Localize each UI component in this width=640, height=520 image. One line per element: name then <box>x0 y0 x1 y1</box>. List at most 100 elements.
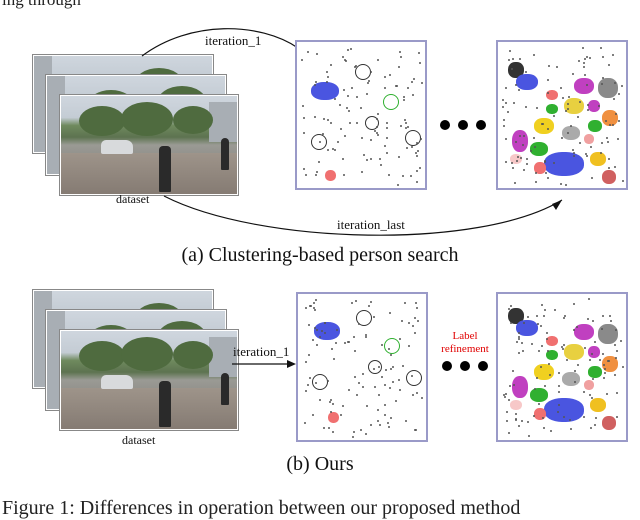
scatter-point <box>602 352 605 355</box>
scatter-point <box>398 337 401 340</box>
scatter-point <box>315 381 318 384</box>
scatter-point <box>569 419 572 422</box>
scatter-point <box>310 305 313 308</box>
scatter-point <box>319 399 322 402</box>
scatter-point <box>556 411 559 414</box>
scatter-point <box>582 415 585 418</box>
scatter-point <box>546 128 549 131</box>
clipped-top-text: ing through <box>0 0 640 10</box>
scatter-point <box>349 47 352 50</box>
dataset-image-stack-b <box>33 290 238 430</box>
scatter-point <box>355 95 358 98</box>
scatter-point <box>380 343 383 346</box>
scatter-point <box>417 149 420 152</box>
scatter-point <box>546 176 549 179</box>
scatter-point <box>542 426 545 429</box>
scatter-point <box>594 340 597 343</box>
scatter-point <box>520 156 523 159</box>
scatter-point <box>404 419 407 422</box>
scatter-point <box>378 423 381 426</box>
blue-cluster <box>314 322 340 340</box>
scatter-point <box>369 301 372 304</box>
scatter-point <box>516 156 519 159</box>
scatter-point <box>354 376 357 379</box>
scatter-point <box>398 388 401 391</box>
scatter-point <box>395 400 398 403</box>
scatter-point <box>505 102 508 105</box>
scatter-point <box>315 329 318 332</box>
scatter-point <box>553 114 556 117</box>
scatter-point <box>314 326 317 329</box>
label-refinement-line2: refinement <box>441 343 489 355</box>
scatter-point <box>600 83 603 86</box>
scatter-point <box>339 104 342 107</box>
scatter-point <box>313 301 316 304</box>
scatter-point <box>411 374 414 377</box>
scatter-point <box>583 57 586 60</box>
scatter-point <box>404 302 407 305</box>
scatter-point <box>329 398 332 401</box>
scatter-point <box>416 170 419 173</box>
scatter-point <box>412 325 415 328</box>
scatter-point <box>385 126 388 129</box>
scatter-point <box>523 168 526 171</box>
scatter-point <box>609 123 612 126</box>
scatter-point <box>515 418 518 421</box>
scatter-point <box>315 53 318 55</box>
green-cluster-ring <box>383 94 399 110</box>
scatter-point <box>305 174 308 177</box>
scatter-point <box>355 299 358 302</box>
scatter-point <box>314 173 317 176</box>
scatter-point <box>586 103 589 106</box>
scatter-point <box>372 315 375 318</box>
scatter-point <box>616 416 619 418</box>
scatter-point <box>351 435 354 438</box>
scatter-point <box>388 347 391 350</box>
scatter-point <box>616 350 619 353</box>
scatter-point <box>420 82 423 85</box>
scatter-point <box>318 140 321 143</box>
scatter-point <box>613 165 616 168</box>
scatter-point <box>357 323 360 326</box>
scatter-point <box>606 393 609 396</box>
scatter-point <box>518 335 521 338</box>
scatter-point <box>404 119 407 122</box>
figure-caption: Figure 1: Differences in operation betwe… <box>2 497 521 519</box>
scatter-point <box>603 368 606 371</box>
arc-iteration-1 <box>141 28 299 57</box>
scatter-point <box>558 404 561 407</box>
scatter-point <box>614 344 617 347</box>
scatter-point <box>524 105 527 108</box>
cluster-ring <box>368 360 382 374</box>
scatter-point <box>508 308 511 311</box>
scatter-point <box>365 432 368 435</box>
scatter-point <box>389 417 392 420</box>
scatter-point <box>547 78 550 81</box>
ellipsis-dot <box>440 120 450 130</box>
scatter-point <box>509 304 512 307</box>
scatter-point <box>361 373 364 376</box>
scatter-point <box>370 423 373 426</box>
scatter-point <box>327 148 330 151</box>
scatter-point <box>301 59 304 62</box>
scatter-point <box>530 150 533 153</box>
scatter-point <box>308 376 311 379</box>
scatter-point <box>573 328 576 331</box>
scatter-point <box>504 396 507 399</box>
scatter-point <box>415 306 418 309</box>
scatter-point <box>582 66 585 69</box>
scatter-point <box>403 96 406 99</box>
scatter-point <box>572 303 575 306</box>
scatter-point <box>319 336 322 339</box>
scatter-point <box>510 161 513 164</box>
scatter-point <box>402 98 405 101</box>
scatter-point <box>341 56 344 59</box>
red-cluster <box>328 412 339 423</box>
scatter-point <box>313 116 316 119</box>
dataset-label-a: dataset <box>116 192 150 206</box>
scatter-point <box>346 49 349 52</box>
cluster-ring <box>311 134 327 150</box>
scatter-points <box>297 42 425 188</box>
scatter-point <box>410 81 413 84</box>
scatter-point <box>502 105 505 108</box>
